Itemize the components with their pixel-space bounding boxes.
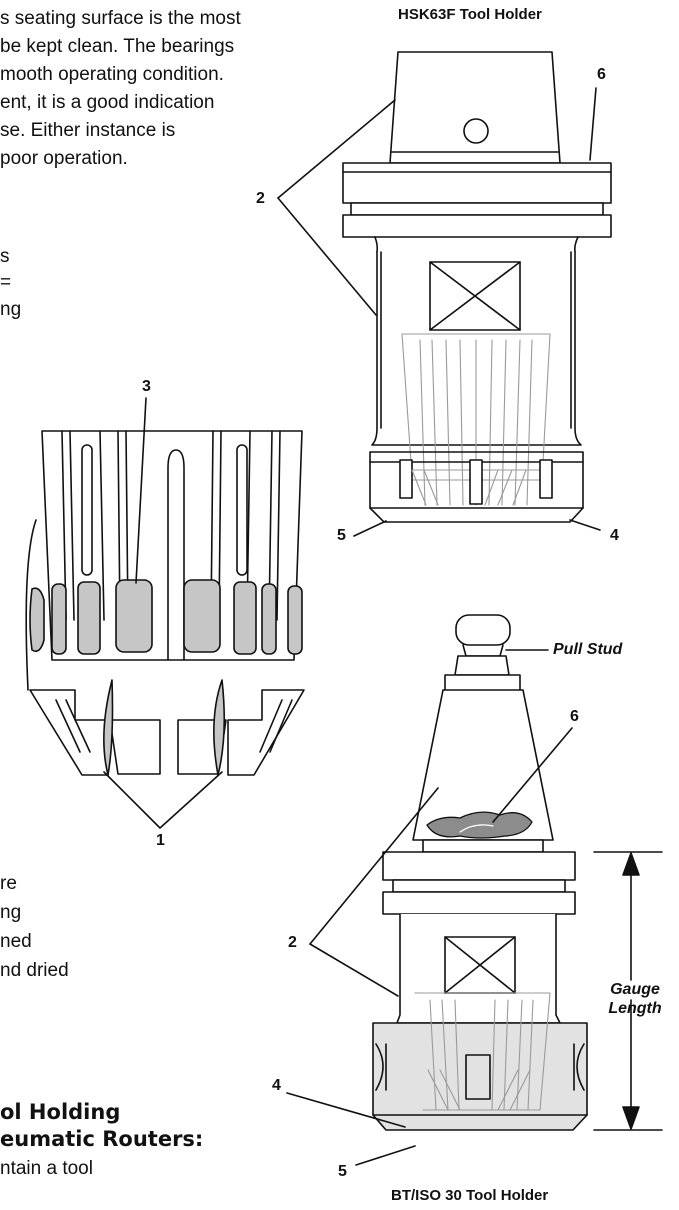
collet-contamination-right bbox=[213, 679, 226, 776]
collet-jaw-inner-left bbox=[109, 719, 161, 775]
bt-nut-slot bbox=[465, 1054, 491, 1100]
collet-slot-line bbox=[99, 430, 105, 621]
hsk-leader-6 bbox=[589, 87, 597, 161]
bt-callout-5: 5 bbox=[338, 1163, 347, 1180]
collet-callout-3: 3 bbox=[142, 378, 151, 395]
bt-pull-stud-neck bbox=[462, 644, 504, 657]
hsk-leader-2b bbox=[277, 197, 377, 316]
bt-pull-stud-label: Pull Stud bbox=[553, 641, 623, 658]
heading-line: ol Holding bbox=[0, 1100, 121, 1124]
bt-nut-curve bbox=[576, 1043, 585, 1091]
collet-jaw-slot bbox=[55, 699, 81, 753]
bt-taper bbox=[412, 689, 554, 841]
hsk-neck-curve-left bbox=[374, 236, 379, 253]
body-line: nd dried bbox=[0, 960, 69, 981]
collet-jaw-left bbox=[29, 689, 109, 776]
hsk-leader-5 bbox=[353, 520, 387, 537]
collet-leader-3 bbox=[135, 397, 147, 584]
hsk-leader-4 bbox=[569, 519, 601, 531]
bt-gauge-label-line1: Gauge bbox=[610, 981, 660, 998]
bt-flange bbox=[382, 851, 576, 881]
hsk-flange-lower bbox=[342, 214, 612, 238]
bt-caption: BT/ISO 30 Tool Holder bbox=[391, 1187, 549, 1204]
bt-pull-stud-knob bbox=[455, 614, 511, 646]
body-line: se. Either instance is bbox=[0, 120, 176, 141]
hsk63f-tool-holder bbox=[277, 51, 612, 537]
collet-jaw-slot bbox=[259, 699, 283, 753]
bt-leader-5 bbox=[355, 1145, 416, 1166]
bt-gauge-label: Gauge Length bbox=[607, 980, 663, 1018]
collet-jaw-right bbox=[227, 689, 305, 776]
collet-jaw-slot bbox=[269, 699, 293, 753]
hsk-nut-slot bbox=[539, 459, 553, 499]
body-line: ned bbox=[0, 931, 32, 952]
bt-leader-4 bbox=[286, 1092, 406, 1128]
section-body-line: ntain a tool bbox=[0, 1158, 93, 1179]
collet-rounded-slot bbox=[236, 444, 248, 576]
bt-contamination-highlight bbox=[459, 824, 494, 833]
collet-slot-line bbox=[69, 430, 75, 621]
collet-rounded-slot bbox=[81, 444, 93, 576]
collet-slot-line bbox=[276, 430, 281, 621]
hsk-shank bbox=[389, 51, 561, 164]
body-line: poor operation. bbox=[0, 148, 128, 169]
collet-jaw-slot bbox=[65, 699, 91, 753]
body-line: re bbox=[0, 873, 17, 894]
bt-flange-lower bbox=[382, 891, 576, 915]
hsk-leader-2a bbox=[277, 99, 396, 199]
hsk-callout-2: 2 bbox=[256, 190, 265, 207]
collet-left-bulge bbox=[25, 519, 37, 691]
body-line: ent, it is a good indication bbox=[0, 92, 215, 113]
hsk-flange bbox=[342, 162, 612, 204]
bt-gauge-arrow-down bbox=[622, 1106, 640, 1130]
bt-leader-2a bbox=[309, 787, 439, 945]
bt-pull-stud-base bbox=[454, 655, 510, 676]
bt-callout-6: 6 bbox=[570, 708, 579, 725]
hsk-caption: HSK63F Tool Holder bbox=[398, 6, 542, 23]
bt-leader-6 bbox=[492, 727, 573, 823]
bt-callout-2: 2 bbox=[288, 934, 297, 951]
collet-center-slot bbox=[167, 449, 185, 661]
er-collet bbox=[25, 397, 305, 829]
hsk-neck-curve-right bbox=[574, 236, 579, 253]
collet-callout-1: 1 bbox=[156, 832, 165, 849]
hsk-nut-slot bbox=[399, 459, 413, 499]
body-line: s seating surface is the most bbox=[0, 8, 241, 29]
collet-contamination-left bbox=[103, 679, 114, 776]
hsk-nut-ghost bbox=[411, 469, 527, 506]
body-line: mooth operating condition. bbox=[0, 64, 224, 85]
bt-callout-4: 4 bbox=[272, 1077, 281, 1094]
body-line: s bbox=[0, 246, 10, 267]
bt-flange-top bbox=[422, 839, 544, 853]
hsk-hole bbox=[463, 118, 489, 144]
hsk-nut-slot bbox=[469, 459, 483, 505]
bt-iso30-tool-holder bbox=[286, 614, 663, 1166]
body-line: be kept clean. The bearings bbox=[0, 36, 235, 57]
bt-gauge-arrow-up bbox=[622, 852, 640, 876]
bt-flange-groove bbox=[392, 879, 566, 893]
hsk-flange-groove bbox=[350, 202, 604, 216]
hsk-callout-6: 6 bbox=[597, 66, 606, 83]
hsk-callout-4: 4 bbox=[610, 527, 619, 544]
collet-windows bbox=[29, 579, 303, 655]
bt-ghost-collet bbox=[414, 992, 551, 1111]
heading-line: eumatic Routers: bbox=[0, 1127, 204, 1151]
hsk-wrench-x bbox=[429, 261, 521, 331]
bt-leader-2b bbox=[309, 943, 399, 997]
body-line: ng bbox=[0, 902, 22, 923]
body-line: ng bbox=[0, 299, 22, 320]
bt-wrench-x bbox=[444, 936, 516, 994]
collet-window-callout bbox=[115, 579, 153, 653]
hsk-callout-5: 5 bbox=[337, 527, 346, 544]
bt-nut-curve bbox=[375, 1043, 384, 1091]
collet-leader-1 bbox=[103, 771, 223, 829]
body-line: = bbox=[0, 272, 12, 293]
bt-gauge-label-line2: Length bbox=[608, 1000, 662, 1017]
